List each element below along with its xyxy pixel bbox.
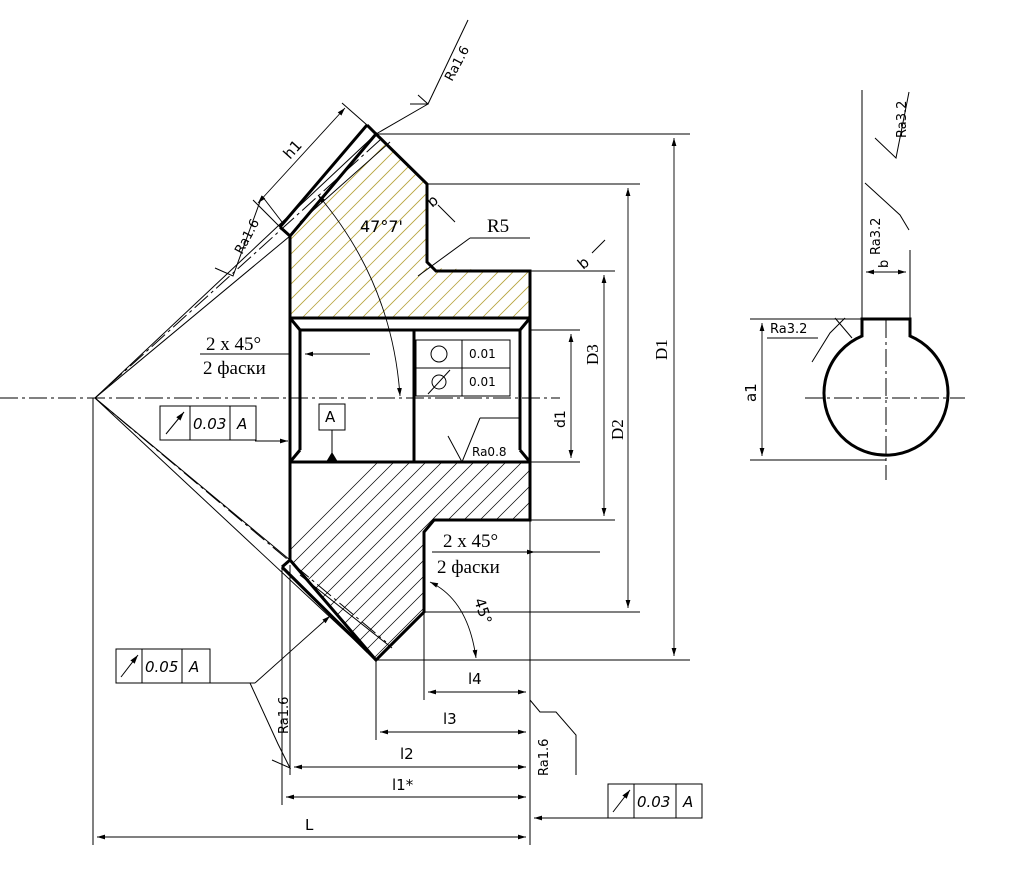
runout-frame-left: 0.03 A <box>159 405 288 444</box>
roughness-lower-left: Ra1.6 <box>249 682 292 770</box>
horizontal-dimensions <box>92 398 531 845</box>
hatch-top <box>290 134 530 318</box>
cone-line-upper-2 <box>94 235 291 399</box>
dim-l4-label: l4 <box>468 670 482 688</box>
r5-leader <box>417 237 471 277</box>
b-mark-right: b <box>574 253 593 273</box>
ra-key-side: Ra3.2 <box>869 218 884 255</box>
chamfer-top-line2: 2 фаски <box>203 358 266 379</box>
gear-section-outline <box>278 123 532 663</box>
roughness-right-face: Ra1.6 <box>529 699 577 776</box>
roughness-left-face: Ra1.6 <box>214 195 283 277</box>
dim-a1-label: a1 <box>742 383 760 402</box>
h1-dimension <box>252 102 368 228</box>
vertical-dimensions <box>376 133 690 661</box>
runout-frame-bottom: 0.05 A <box>115 615 331 684</box>
hatch-bottom <box>290 462 530 660</box>
runout-bottom-datum: A <box>188 658 199 676</box>
datum-a: A <box>318 403 346 462</box>
dim-h1-label: h1 <box>280 136 306 162</box>
circularity-icon <box>430 345 448 363</box>
runout-arrow-icon <box>612 789 631 813</box>
keyway-section <box>750 90 950 461</box>
angle-47-arc <box>317 194 402 397</box>
dim-d1-label: d1 <box>553 410 569 428</box>
angle-47-label: 47°7' <box>360 217 403 236</box>
ra-left-face: Ra1.6 <box>232 217 263 257</box>
chamfer-note-top: 2 x 45° 2 фаски <box>200 334 370 379</box>
bore-tolerance-table: 0.01 0.01 <box>415 339 511 397</box>
ra-key-bore: Ra3.2 <box>770 322 807 337</box>
roughness-key-bore: Ra3.2 <box>767 317 853 363</box>
r5-label: R5 <box>487 216 509 237</box>
dim-l1-label: l1* <box>392 776 414 794</box>
roughness-key-side: Ra3.2 <box>864 182 910 255</box>
runout-arrow-icon <box>165 411 185 435</box>
datum-a-label: A <box>325 408 336 426</box>
roughness-key-top: Ra3.2 <box>874 91 910 159</box>
pitch-cone-line-lower <box>94 397 387 643</box>
dim-L-label: L <box>305 816 314 834</box>
roughness-top-tip: Ra1.6 <box>375 19 473 135</box>
ra-right-face: Ra1.6 <box>537 739 552 776</box>
dim-l2-label: l2 <box>400 745 414 763</box>
dim-b-keyway-label: b <box>877 260 892 268</box>
tol-row2-value: 0.01 <box>469 375 496 389</box>
chamfer-note-bottom: 2 x 45° 2 фаски <box>432 531 600 578</box>
tol-row1-value: 0.01 <box>469 347 496 361</box>
ra-key-top: Ra3.2 <box>895 101 910 138</box>
ra-lower-left: Ra1.6 <box>277 697 292 734</box>
runout-right-datum: A <box>682 793 693 811</box>
runout-left-value: 0.03 <box>193 415 226 433</box>
cylindricity-icon <box>427 369 451 395</box>
ra-bore: Ra0.8 <box>472 445 507 459</box>
runout-bottom-value: 0.05 <box>145 658 178 676</box>
runout-arrow-icon <box>120 654 139 678</box>
dim-D2-label: D2 <box>608 419 627 440</box>
chamfer-top-line1: 2 x 45° <box>206 334 261 355</box>
angle-45-arc <box>429 581 478 659</box>
runout-right-value: 0.03 <box>637 793 670 811</box>
runout-left-datum: A <box>236 415 247 433</box>
angle-45-label: 45° <box>470 596 495 627</box>
chamfer-bottom-line1: 2 x 45° <box>443 531 498 552</box>
runout-frame-right: 0.03 A <box>534 783 703 821</box>
dim-l3-label: l3 <box>443 710 457 728</box>
dim-D1-label: D1 <box>652 339 671 360</box>
chamfer-bottom-line2: 2 фаски <box>437 557 500 578</box>
dim-D3-label: D3 <box>583 344 602 365</box>
roughness-bore: Ra0.8 <box>447 417 520 464</box>
